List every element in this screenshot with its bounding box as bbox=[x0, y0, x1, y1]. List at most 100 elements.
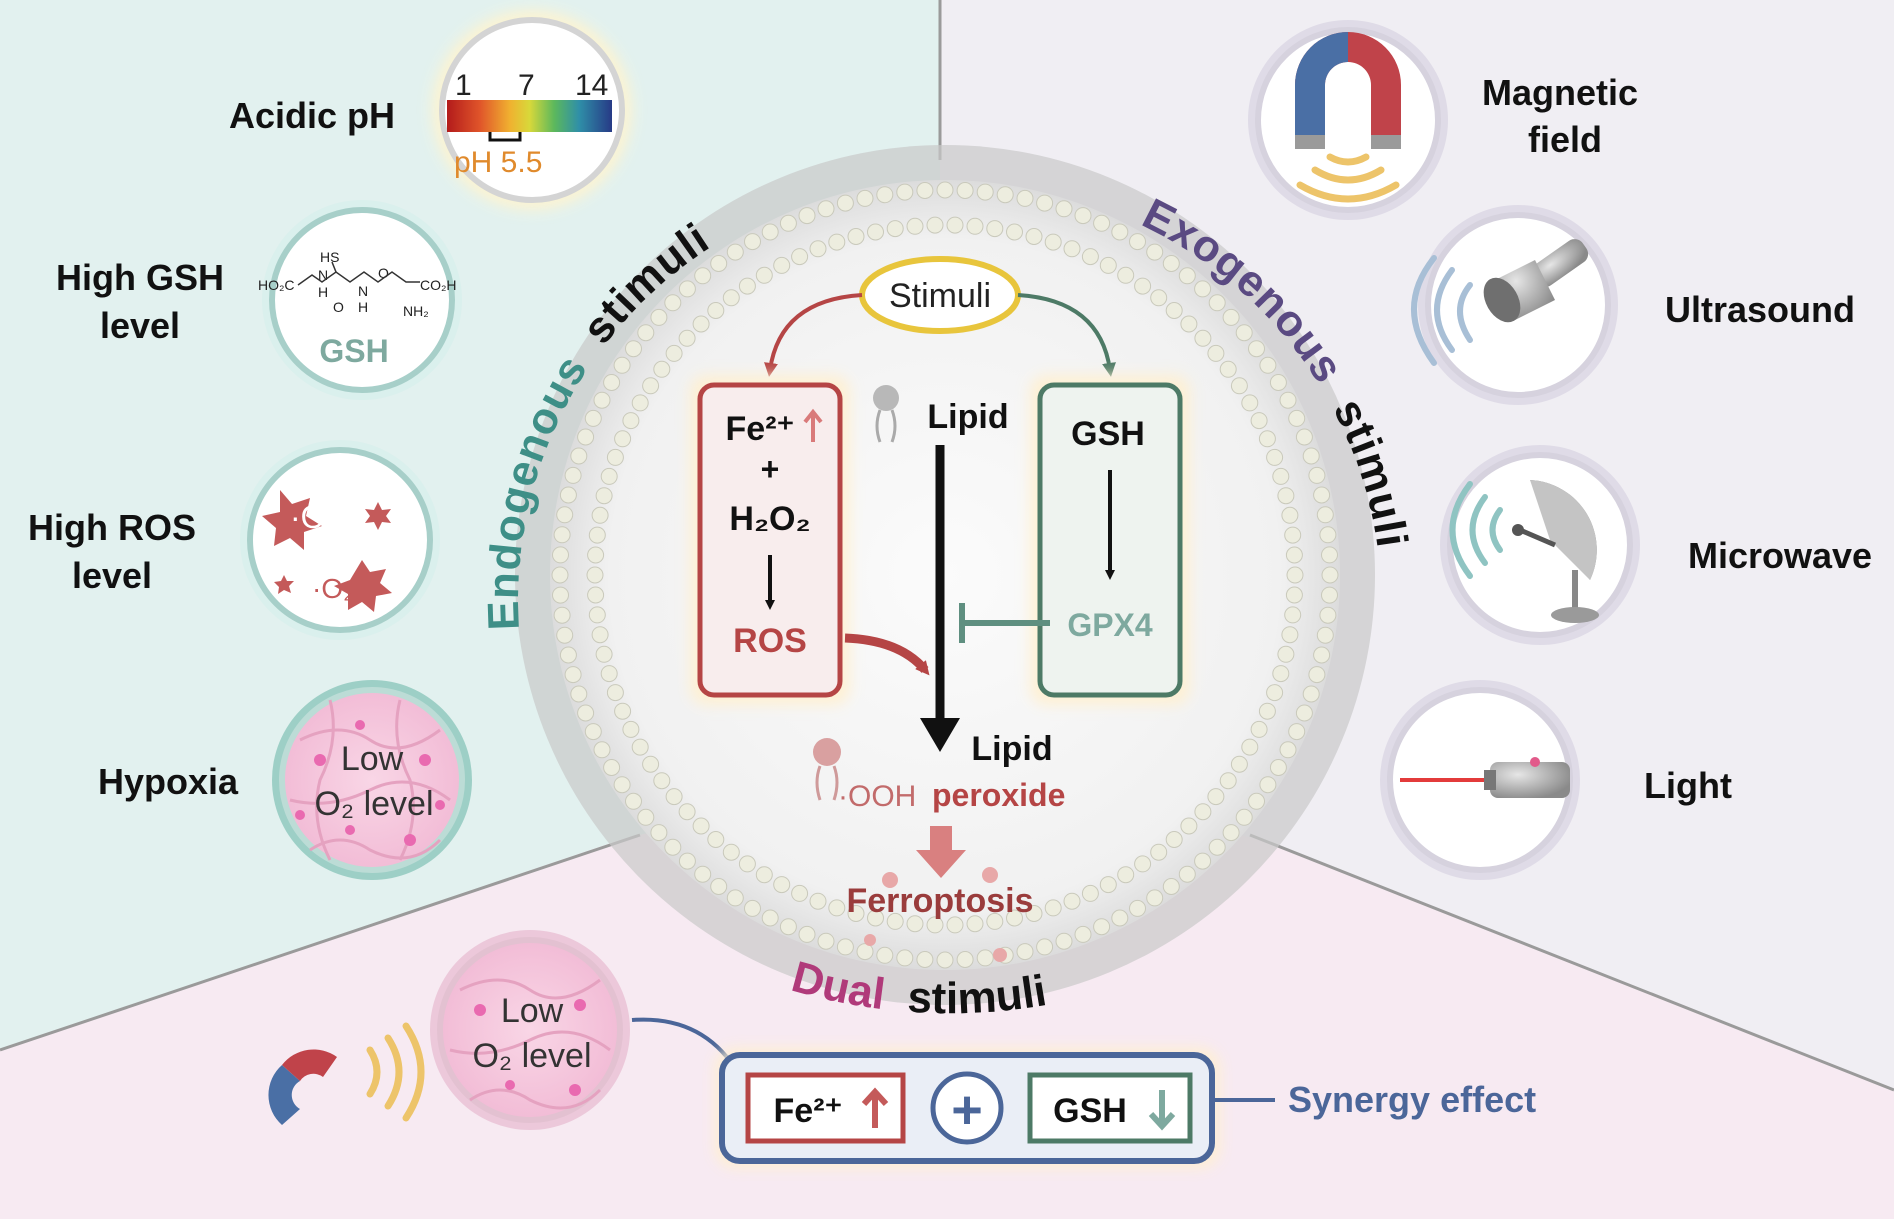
membrane-bead bbox=[1230, 377, 1248, 395]
membrane-bead bbox=[1285, 546, 1303, 564]
membrane-bead bbox=[976, 949, 994, 967]
membrane-bead bbox=[1321, 586, 1338, 604]
peroxide-to-ferroptosis-arrow bbox=[916, 826, 966, 878]
membrane-bead bbox=[798, 207, 816, 225]
membrane-bead bbox=[1134, 855, 1152, 873]
membrane-bead bbox=[665, 344, 683, 362]
membrane-bead bbox=[1194, 329, 1212, 347]
membrane-bead bbox=[577, 428, 595, 446]
membrane-bead bbox=[726, 243, 744, 261]
membrane-bead bbox=[761, 909, 779, 927]
gsh-o2: O bbox=[378, 265, 389, 281]
microwave-dish-icon bbox=[1440, 445, 1640, 645]
membrane-bead bbox=[779, 918, 797, 936]
gsh-n1: N bbox=[318, 267, 328, 283]
ferroptosis-fragments bbox=[864, 867, 1007, 962]
membrane-bead bbox=[966, 915, 984, 933]
membrane-bead bbox=[710, 878, 728, 895]
membrane-bead bbox=[791, 884, 809, 902]
membrane-bead bbox=[553, 606, 571, 624]
membrane-bead bbox=[653, 772, 671, 790]
membrane-bead bbox=[625, 792, 642, 810]
membrane-bead bbox=[556, 506, 574, 524]
membrane-bead bbox=[622, 720, 640, 738]
membrane-bead bbox=[1288, 409, 1306, 427]
membrane-bead bbox=[916, 182, 934, 199]
membrane-bead bbox=[586, 566, 604, 584]
dual-tissue-cells-icon: Low O₂ level bbox=[430, 930, 630, 1130]
membrane-bead bbox=[1180, 817, 1198, 835]
membrane-bead bbox=[591, 626, 609, 644]
dual-hypoxia-line1: Low bbox=[501, 992, 564, 1030]
membrane-bead bbox=[836, 194, 854, 212]
ultrasound-probe-icon bbox=[1411, 205, 1618, 405]
dual-stimuli-word: stimuli bbox=[906, 966, 1050, 1023]
membrane-bead bbox=[761, 223, 779, 241]
membrane-bead bbox=[1286, 566, 1304, 584]
membrane-bead bbox=[886, 220, 904, 238]
membrane-bead bbox=[595, 487, 613, 505]
membrane-bead bbox=[744, 899, 761, 917]
membrane-bead bbox=[642, 377, 660, 395]
membrane-bead bbox=[856, 189, 874, 207]
ultrasound-label: Ultrasound bbox=[1665, 289, 1855, 330]
magnetic-field-label-line2: field bbox=[1528, 119, 1602, 160]
membrane-bead bbox=[956, 182, 974, 199]
membrane-bead bbox=[678, 280, 696, 298]
h2o2-label: H₂O₂ bbox=[729, 500, 810, 538]
light-label: Light bbox=[1644, 765, 1732, 806]
membrane-bead bbox=[595, 645, 613, 663]
gsh-icon-label: GSH bbox=[319, 333, 388, 369]
membrane-bead bbox=[637, 808, 655, 826]
acidic-ph-label: Acidic pH bbox=[229, 95, 395, 136]
ooh-label: ·OOH bbox=[838, 780, 916, 813]
hypoxia-item: Hypoxia Low O₂ level bbox=[98, 680, 472, 880]
membrane-bead bbox=[1134, 277, 1152, 295]
membrane-bead bbox=[559, 646, 577, 664]
high-ros-label-line1: High ROS bbox=[28, 507, 196, 548]
membrane-bead bbox=[593, 741, 611, 759]
membrane-bead bbox=[631, 394, 649, 412]
membrane-bead bbox=[587, 546, 605, 564]
membrane-bead bbox=[1277, 487, 1295, 505]
high-ros-label-line2: level bbox=[72, 555, 152, 596]
membrane-bead bbox=[642, 755, 660, 773]
membrane-bead bbox=[1222, 824, 1240, 842]
membrane-bead bbox=[1308, 666, 1326, 684]
membrane-bead bbox=[1321, 566, 1339, 584]
membrane-bead bbox=[773, 256, 791, 274]
membrane-bead bbox=[606, 448, 624, 466]
membrane-bead bbox=[847, 228, 865, 245]
magnet-icon bbox=[1248, 20, 1448, 220]
membrane-bead bbox=[552, 546, 569, 564]
membrane-bead bbox=[614, 430, 632, 448]
membrane-bead bbox=[1207, 788, 1225, 806]
lipid-bottom-label: Lipid bbox=[971, 730, 1052, 768]
membrane-bead bbox=[1295, 428, 1313, 446]
membrane-bead bbox=[966, 217, 984, 235]
membrane-bead bbox=[1194, 852, 1212, 870]
membrane-bead bbox=[1235, 808, 1253, 826]
gsh-left: HO₂C bbox=[258, 277, 295, 293]
gpx4-label: GPX4 bbox=[1067, 607, 1153, 643]
membrane-bead bbox=[707, 831, 725, 848]
membrane-bead bbox=[1258, 430, 1276, 448]
membrane-bead bbox=[692, 817, 710, 835]
dual-gsh-label: GSH bbox=[1053, 1092, 1127, 1130]
membrane-bead bbox=[1269, 374, 1287, 391]
membrane-bead bbox=[1162, 878, 1180, 895]
membrane-bead bbox=[828, 899, 846, 917]
membrane-bead bbox=[678, 803, 696, 821]
ros-oh: ·OH bbox=[290, 499, 349, 535]
membrane-bead bbox=[722, 843, 740, 861]
membrane-bead bbox=[1316, 626, 1334, 644]
ros-radicals-icon: ·OH ·O₂⁻ bbox=[240, 440, 440, 640]
membrane-bead bbox=[1150, 843, 1168, 861]
membrane-bead bbox=[1281, 506, 1299, 524]
membrane-bead bbox=[1284, 526, 1302, 544]
membrane-bead bbox=[1208, 838, 1226, 856]
membrane-bead bbox=[1313, 646, 1331, 664]
membrane-bead bbox=[1162, 255, 1180, 272]
sector-divider bbox=[1249, 833, 1894, 1092]
membrane-bead bbox=[1284, 606, 1302, 624]
